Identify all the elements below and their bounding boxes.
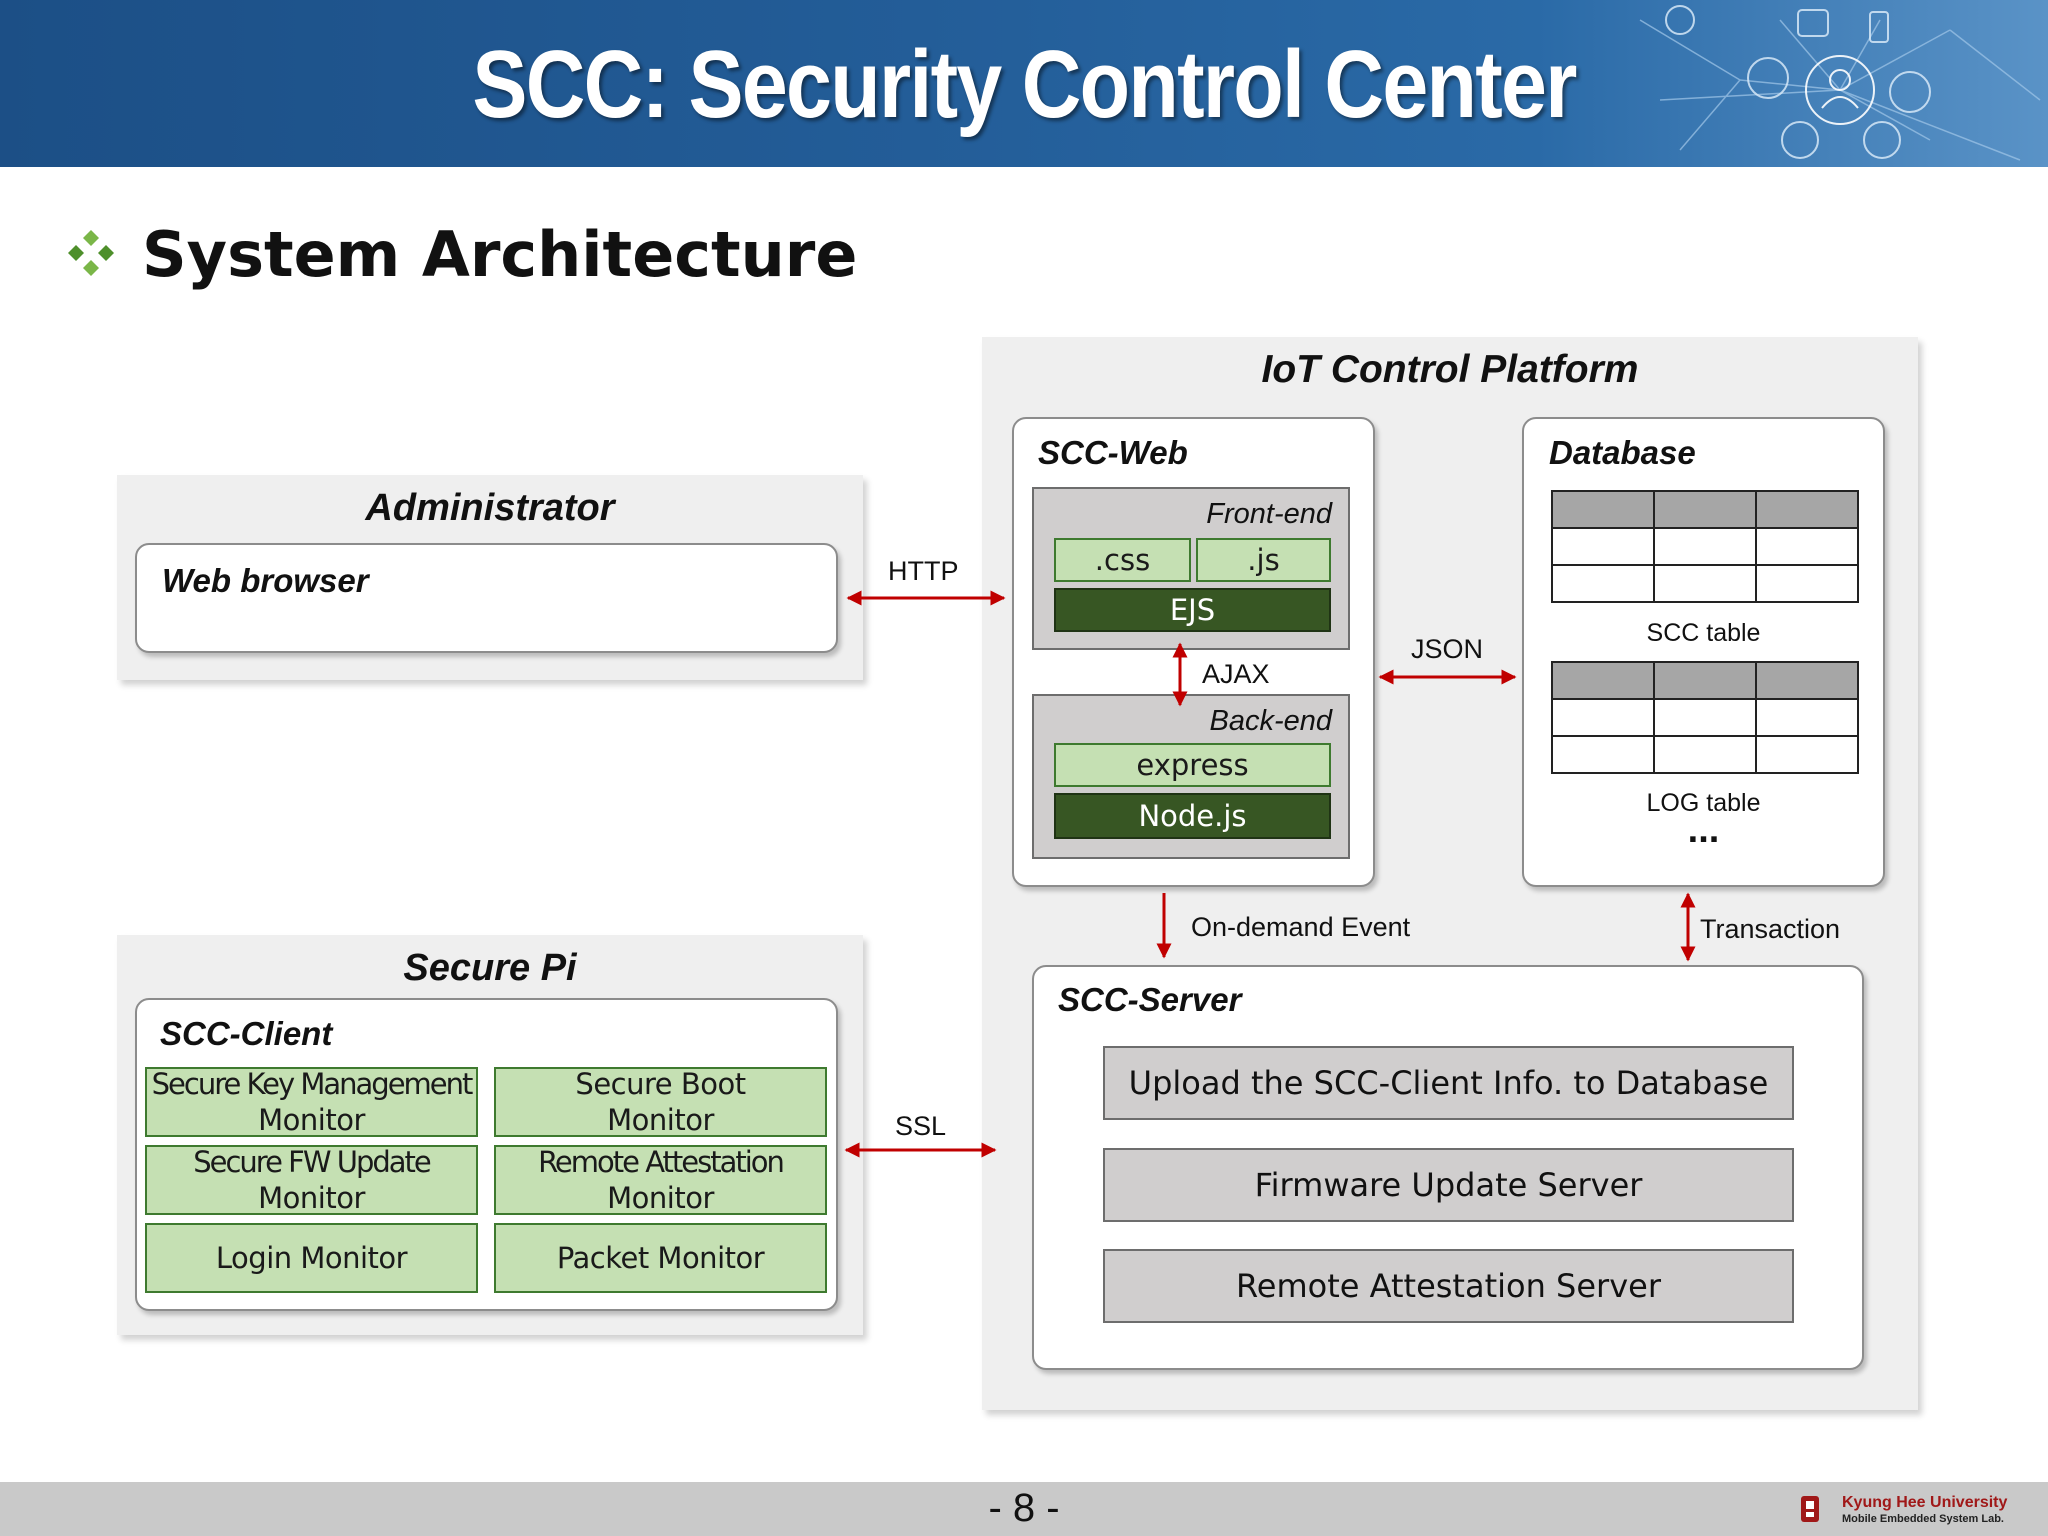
css-box: .css <box>1054 538 1191 582</box>
section-title: System Architecture <box>142 218 858 291</box>
transaction-label: Transaction <box>1700 914 1841 944</box>
university-logo-icon <box>1801 1496 1819 1522</box>
scc-server-title: SCC-Server <box>1058 981 1242 1018</box>
json-label: JSON <box>1411 634 1484 664</box>
monitor-line2: Monitor <box>258 1103 365 1137</box>
monitor-line1: Secure Boot <box>575 1067 746 1101</box>
server-firmware-update: Firmware Update Server <box>1103 1148 1794 1222</box>
backend-label: Back-end <box>1209 705 1332 737</box>
monitor-packet: Packet Monitor <box>494 1223 827 1293</box>
diamond-bullet-icon <box>68 230 114 276</box>
express-box: express <box>1054 743 1331 787</box>
monitor-line2: Monitor <box>258 1181 365 1215</box>
monitor-secure-boot: Secure Boot Monitor <box>494 1067 827 1137</box>
monitor-line1: Secure Key Management <box>151 1067 474 1101</box>
log-table-grid <box>1551 661 1859 774</box>
monitor-line1: Secure FW Update <box>193 1145 432 1179</box>
monitor-line1: Login Monitor <box>215 1241 408 1275</box>
administrator-title: Administrator <box>365 487 615 529</box>
monitor-line2: Monitor <box>607 1181 714 1215</box>
server-remote-attestation: Remote Attestation Server <box>1103 1249 1794 1323</box>
lab-name: Mobile Embedded System Lab. <box>1842 1513 2004 1525</box>
monitor-login: Login Monitor <box>145 1223 478 1293</box>
monitor-line1: Packet Monitor <box>556 1241 765 1275</box>
web-browser-card <box>135 543 838 653</box>
ssl-label: SSL <box>895 1111 947 1141</box>
monitor-secure-fw-update: Secure FW Update Monitor <box>145 1145 478 1215</box>
scc-client-title: SCC-Client <box>160 1015 333 1052</box>
footer-bar <box>0 1482 2048 1536</box>
network-graphic-icon <box>1639 5 2041 161</box>
header-banner: SCC: Security Control Center <box>0 0 2048 167</box>
server-upload-client-info: Upload the SCC-Client Info. to Database <box>1103 1046 1794 1120</box>
iot-platform-title: IoT Control Platform <box>1261 348 1639 391</box>
on-demand-label: On-demand Event <box>1191 912 1411 942</box>
monitor-secure-key-management: Secure Key Management Monitor <box>145 1067 478 1137</box>
database-title: Database <box>1549 434 1696 471</box>
slide-title: SCC: Security Control Center <box>472 31 1577 138</box>
university-name: Kyung Hee University <box>1842 1494 2008 1511</box>
ejs-box: EJS <box>1054 588 1331 632</box>
nodejs-box: Node.js <box>1054 793 1331 839</box>
scc-web-title: SCC-Web <box>1038 434 1188 471</box>
web-browser-label: Web browser <box>162 562 369 599</box>
monitor-line1: Remote Attestation <box>538 1145 785 1179</box>
log-table-label: LOG table <box>1646 789 1761 817</box>
ajax-label: AJAX <box>1202 659 1270 689</box>
monitor-remote-attestation: Remote Attestation Monitor <box>494 1145 827 1215</box>
scc-table-grid <box>1551 490 1859 603</box>
monitor-line2: Monitor <box>607 1103 714 1137</box>
secure-pi-title: Secure Pi <box>403 947 577 989</box>
page-number: - 8 - <box>988 1486 1060 1530</box>
scc-table-label: SCC table <box>1646 619 1761 647</box>
js-box: .js <box>1196 538 1331 582</box>
http-label: HTTP <box>888 556 959 586</box>
frontend-label: Front-end <box>1206 498 1332 530</box>
more-tables-ellipsis: ... <box>1687 809 1720 851</box>
